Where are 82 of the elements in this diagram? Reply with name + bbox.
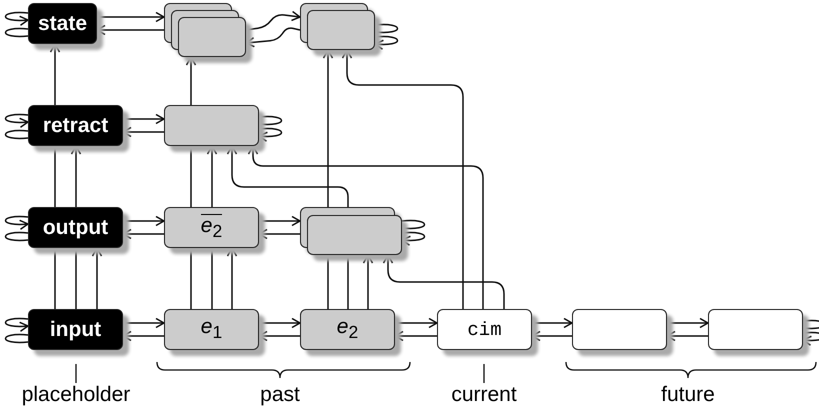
arrow bbox=[259, 216, 301, 226]
node-label: input bbox=[50, 318, 102, 342]
arrow bbox=[4, 216, 29, 230]
node-label: output bbox=[42, 216, 108, 240]
connector-line bbox=[75, 248, 77, 309]
arrow bbox=[259, 318, 301, 328]
group-label: past bbox=[260, 383, 300, 407]
process-box bbox=[164, 105, 259, 146]
node-label: e$_{2}$ bbox=[200, 214, 222, 241]
arrow bbox=[226, 247, 238, 309]
process-box bbox=[708, 309, 803, 350]
connector-line bbox=[347, 255, 349, 309]
arrow bbox=[4, 12, 29, 26]
node-label: retract bbox=[42, 114, 108, 138]
arrow bbox=[258, 228, 300, 240]
node-label: e$_{2}$ bbox=[336, 315, 358, 344]
arrow bbox=[394, 330, 437, 342]
arrow bbox=[802, 332, 819, 346]
connector-line bbox=[211, 248, 213, 309]
arrow bbox=[70, 145, 82, 207]
arrow bbox=[4, 318, 29, 332]
node-label: cim bbox=[467, 318, 502, 340]
connector-line bbox=[4, 334, 28, 344]
connector-line bbox=[374, 24, 398, 34]
arrow bbox=[245, 27, 300, 48]
connector-line bbox=[4, 130, 28, 140]
connector-line bbox=[4, 232, 28, 242]
process-box bbox=[28, 105, 123, 146]
arrow bbox=[401, 232, 426, 246]
stacked-boxes bbox=[300, 207, 402, 255]
arrow bbox=[322, 49, 334, 207]
connector-line bbox=[802, 320, 819, 330]
connector-line bbox=[190, 248, 192, 309]
arrow bbox=[4, 114, 29, 128]
node-label: state bbox=[38, 12, 88, 36]
connector-line bbox=[402, 220, 426, 230]
group-label: current bbox=[451, 383, 517, 407]
connector-line bbox=[54, 248, 56, 309]
arrow bbox=[122, 330, 164, 342]
arrow bbox=[395, 318, 438, 328]
arrow bbox=[206, 145, 218, 207]
arrow bbox=[97, 12, 165, 22]
connector-line bbox=[190, 146, 192, 207]
group-label: future bbox=[661, 383, 715, 407]
arrow bbox=[248, 145, 484, 309]
arrow bbox=[122, 228, 164, 240]
arrow bbox=[122, 126, 164, 138]
process-box bbox=[300, 309, 395, 350]
stacked-boxes bbox=[164, 3, 246, 57]
arrow bbox=[92, 247, 102, 309]
connector-line bbox=[258, 116, 282, 126]
arrow bbox=[96, 24, 164, 36]
arrow bbox=[186, 56, 196, 105]
process-box bbox=[28, 3, 97, 44]
process-box bbox=[164, 207, 259, 248]
connector-line bbox=[4, 28, 28, 38]
connector-line bbox=[54, 146, 56, 207]
arrow bbox=[50, 43, 60, 105]
arrow bbox=[123, 318, 165, 328]
arrow bbox=[226, 145, 349, 207]
process-box bbox=[28, 207, 123, 248]
process-box bbox=[572, 309, 667, 350]
arrow bbox=[123, 114, 165, 124]
arrow bbox=[123, 216, 165, 226]
group-label: placeholder bbox=[22, 383, 130, 407]
arrow bbox=[382, 254, 505, 309]
arrow bbox=[666, 330, 708, 342]
arrow bbox=[362, 254, 374, 309]
process-box bbox=[28, 309, 123, 350]
node-label: e$_{1}$ bbox=[200, 315, 222, 344]
arrow bbox=[374, 36, 398, 50]
process-box bbox=[164, 309, 259, 350]
arrow bbox=[531, 330, 572, 342]
stacked-boxes bbox=[300, 3, 375, 50]
arrow bbox=[532, 318, 573, 328]
process-box bbox=[437, 309, 532, 350]
arrow bbox=[258, 330, 300, 342]
arrow bbox=[667, 318, 709, 328]
connector-line bbox=[327, 255, 329, 309]
arrow bbox=[342, 49, 464, 309]
arrow bbox=[258, 128, 282, 142]
arrow bbox=[246, 10, 301, 31]
